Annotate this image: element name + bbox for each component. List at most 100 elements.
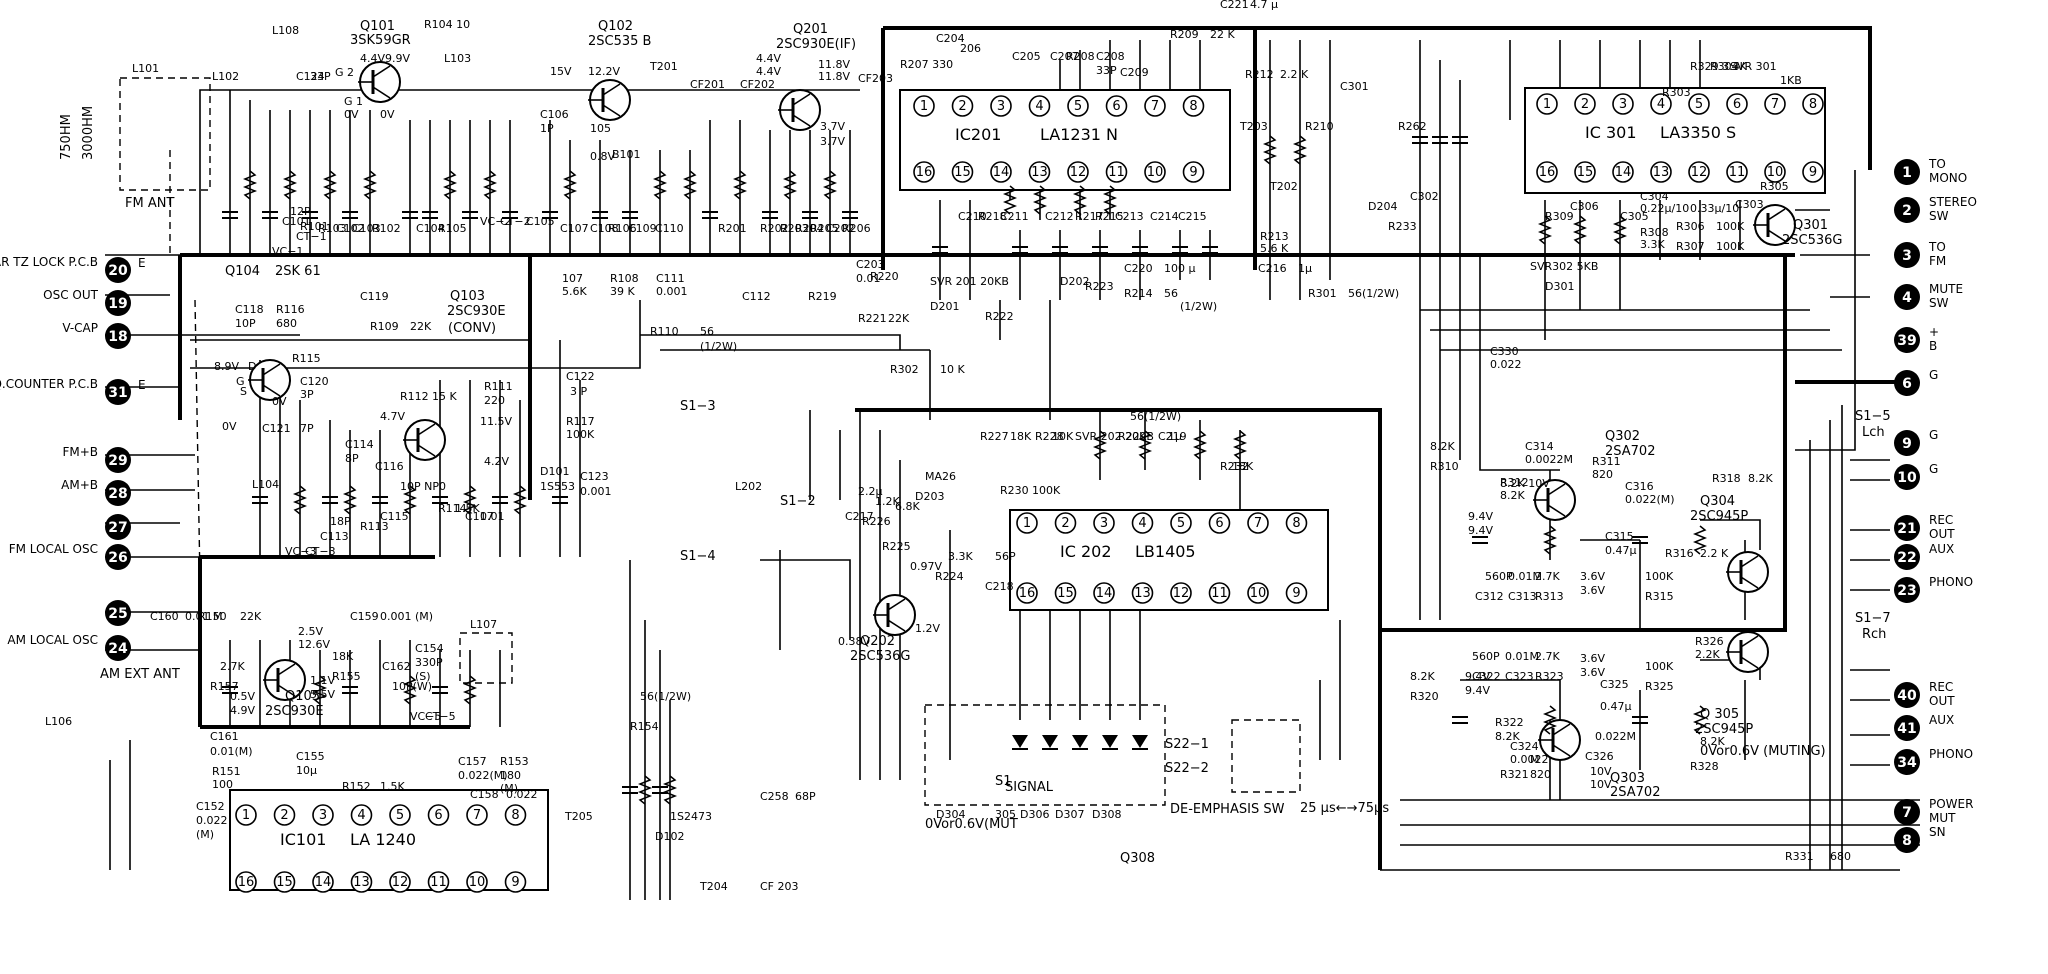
q302-ref: Q302 xyxy=(1605,429,1640,444)
ground-bus xyxy=(178,26,1905,870)
ic301-pin-number: 6 xyxy=(1733,97,1741,112)
component-label-c111v: 0.001 xyxy=(656,285,688,298)
component-label-r232v: 18K xyxy=(1232,460,1254,473)
resistor xyxy=(342,485,358,515)
ic201-pin xyxy=(913,161,935,183)
ic301-pin xyxy=(1650,93,1672,115)
component-label-c107v: 107 xyxy=(562,272,583,285)
component-label-r309: R309 xyxy=(1545,210,1574,223)
component-label-r318v: 8.2K xyxy=(1748,472,1773,485)
component-label-r220: R220 xyxy=(870,270,899,283)
terminal-8: 8SN xyxy=(1894,825,1946,853)
component-label-r229v: 56(1/2W) xyxy=(1130,410,1181,423)
component-label-r117: R117 xyxy=(566,415,595,428)
capacitor xyxy=(222,686,238,694)
component-label-c162v: 10P(W) xyxy=(392,680,432,693)
component-label-vc2: VC−2 xyxy=(480,215,511,228)
component-label-c113v: 18P xyxy=(330,515,351,528)
ic202-pin xyxy=(1170,582,1192,604)
component-label-c158v: 0.022 xyxy=(506,788,538,801)
ic202-name: IC 202 xyxy=(1060,542,1112,561)
component-label-c312v: 560P xyxy=(1485,570,1513,583)
voltage-q104_s: 0V xyxy=(222,420,237,433)
component-label-r329: R329 3.3K xyxy=(1690,60,1748,73)
muting-label-2: 0Vor0.6V(MUT xyxy=(925,817,1018,832)
component-label-r224v: 3.3K xyxy=(948,550,973,563)
component-label-r206: R206 xyxy=(842,222,871,235)
component-label-r154v: 56(1/2W) xyxy=(640,690,691,703)
q104-part: 2SK 61 xyxy=(275,264,321,279)
transistor-symbol xyxy=(358,61,401,103)
voltage-q201_c: 11.8V xyxy=(818,58,850,71)
component-label-c324: C324 xyxy=(1510,740,1539,753)
component-label-r306: R306 xyxy=(1676,220,1705,233)
ic201-pin-number: 10 xyxy=(1147,165,1164,180)
resistor xyxy=(1542,705,1558,735)
ic301-pin xyxy=(1612,93,1634,115)
component-label-c118: C118 xyxy=(235,303,264,316)
ic202-pin xyxy=(1208,512,1231,534)
ic-pins: 1162153144135126117108911621531441351261… xyxy=(235,93,1824,893)
resistor xyxy=(322,170,338,200)
terminal-pin: E xyxy=(138,378,146,392)
q303-ref: Q303 xyxy=(1610,771,1645,786)
component-label-c108: C108 xyxy=(590,222,619,235)
component-label-d307: D307 xyxy=(1055,808,1084,821)
component-label-c212: C212 xyxy=(1045,210,1074,223)
component-label-r301v: 56(1/2W) xyxy=(1348,287,1399,300)
component-label-r109v: 22K xyxy=(410,320,432,333)
component-label-l106: L106 xyxy=(45,715,72,728)
capacitor xyxy=(1452,136,1468,144)
component-label-c322: C322 xyxy=(1472,670,1501,683)
component-label-c207: C207 xyxy=(1050,50,1079,63)
terminal-number: 1 xyxy=(1902,165,1912,181)
component-label-l101: L101 xyxy=(132,62,159,75)
ic301-pin-number: 13 xyxy=(1653,165,1670,180)
ic202-pin-number: 9 xyxy=(1292,586,1300,601)
component-label-d301: D301 xyxy=(1545,280,1574,293)
component-label-d102v: 1S2473 xyxy=(670,810,712,823)
voltage-q201_f: 3.7V xyxy=(820,135,845,148)
ic202-pin xyxy=(1054,512,1077,534)
component-label-c155: C155 xyxy=(296,750,325,763)
resistor xyxy=(562,170,578,200)
component-label-r224: R224 xyxy=(935,570,964,583)
ic201-pin xyxy=(951,95,974,117)
voltage-g2: G 2 xyxy=(335,66,354,79)
component-label-r157v: 2.7K xyxy=(220,660,245,673)
component-label-c221: C221 xyxy=(1220,0,1249,11)
capacitor xyxy=(842,211,858,219)
de-emphasis-label: DE-EMPHASIS SW xyxy=(1170,802,1285,817)
terminal-label: REC xyxy=(1929,513,1953,527)
component-label-l102: L102 xyxy=(212,70,239,83)
resistor xyxy=(652,170,668,200)
ic201-pin-number: 15 xyxy=(954,165,971,180)
component-label-d102: D102 xyxy=(655,830,684,843)
ic202-pin-number: 13 xyxy=(1134,586,1151,601)
ic201-pin xyxy=(951,161,974,183)
resistor xyxy=(1572,215,1588,245)
terminal-label: AM LOCAL OSC xyxy=(7,633,98,647)
component-label-ct2: CT−2 xyxy=(500,215,531,228)
component-label-r214v: 56 xyxy=(1164,287,1178,300)
voltage-q101_d: 4.4V xyxy=(360,52,385,65)
component-label-r326: R326 xyxy=(1695,635,1724,648)
component-label-c215: C215 xyxy=(1178,210,1207,223)
terminal-label: FM xyxy=(1929,254,1946,268)
component-label-c161v: 0.01(M) xyxy=(210,745,253,758)
terminal-27: 27 xyxy=(105,514,131,540)
ic301-pin xyxy=(1574,161,1596,183)
terminal-label: MONO xyxy=(1929,171,1967,185)
component-label-c304: C304 xyxy=(1640,190,1669,203)
voltage-q201_a: 4.4V xyxy=(756,52,781,65)
component-label-c113: C113 xyxy=(320,530,349,543)
de-emphasis-range: 25 μs←→75μs xyxy=(1300,801,1389,816)
